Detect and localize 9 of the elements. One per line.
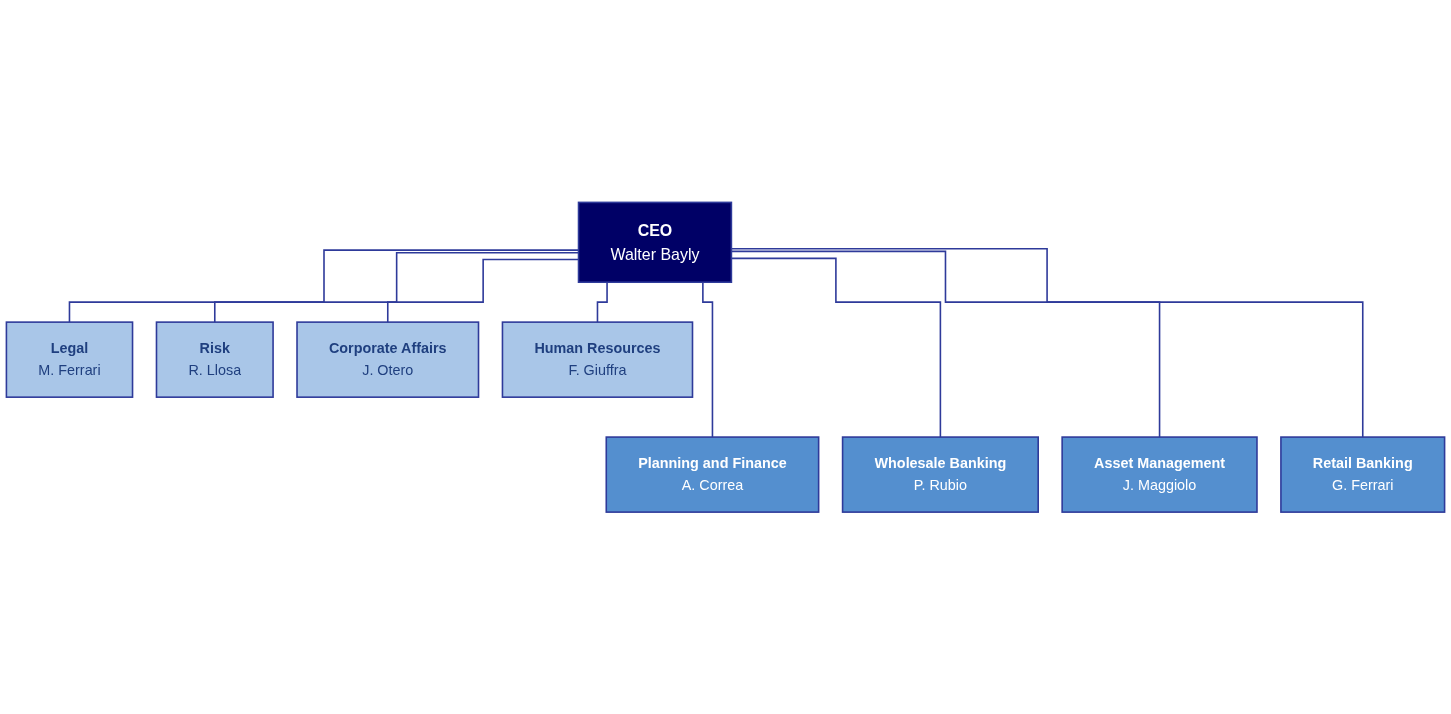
node-box: Wholesale Banking P. Rubio bbox=[841, 436, 1039, 513]
node-box: Retail Banking G. Ferrari bbox=[1280, 436, 1446, 513]
node-box: CEO Walter Bayly bbox=[577, 201, 733, 283]
node-box: Legal M. Ferrari bbox=[5, 321, 134, 398]
node-box: Asset Management J. Maggiolo bbox=[1061, 436, 1258, 513]
node-box: Human Resources F. Giuffra bbox=[501, 321, 694, 398]
node-box: Planning and Finance A. Correa bbox=[605, 436, 820, 513]
node-box: Corporate Affairs J. Otero bbox=[296, 321, 480, 398]
node-box: Risk R. Llosa bbox=[155, 321, 274, 398]
